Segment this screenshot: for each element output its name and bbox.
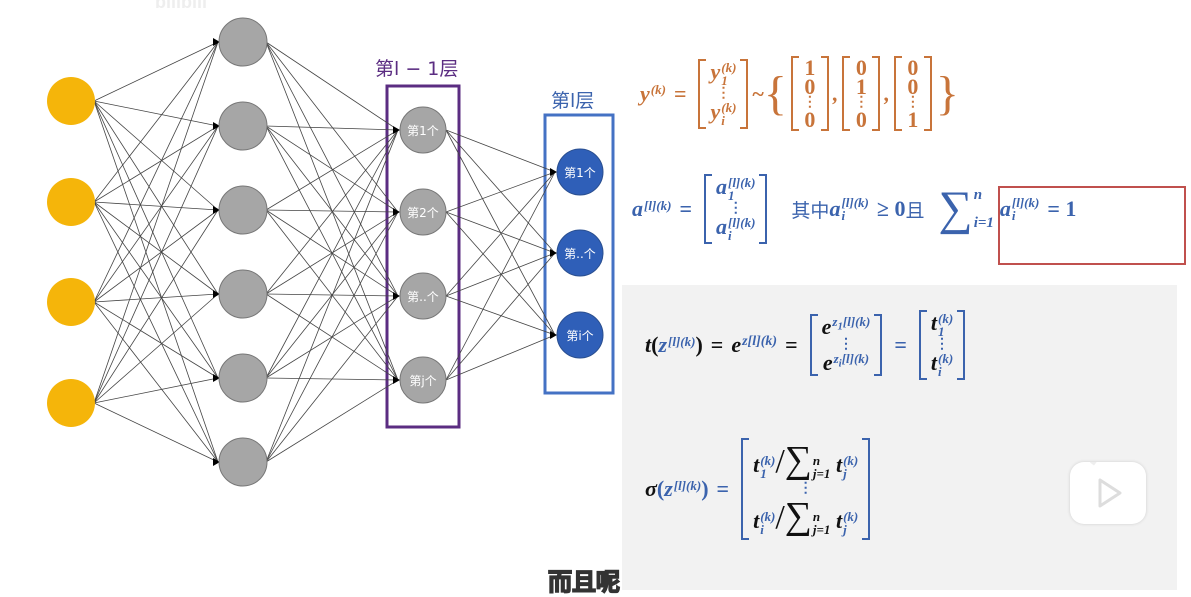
- connection-edge: [265, 379, 399, 463]
- input-node: [47, 77, 95, 125]
- connection-edge: [93, 125, 219, 203]
- connection-edge: [445, 252, 556, 381]
- layer-cur-label: 第l层: [551, 90, 595, 112]
- cur-node-label: 第..个: [564, 247, 596, 261]
- connection-edge: [93, 41, 219, 303]
- hidden-node: [218, 17, 268, 67]
- connection-edge: [93, 100, 219, 295]
- connection-edge: [445, 295, 556, 336]
- layer-prev-label: 第l − 1层: [375, 58, 459, 80]
- connection-edge: [265, 41, 399, 131]
- connection-edge: [93, 41, 219, 404]
- formula-activation: a[l](k) = a[l](k)1 ⋮ a[l](k)i 其中 a[l](k)…: [632, 174, 1077, 244]
- hidden-node: [218, 185, 268, 235]
- arrowhead: [213, 374, 220, 382]
- watermark: bilibili: [155, 0, 207, 12]
- prev-layer-node: [399, 106, 447, 154]
- connection-edge: [93, 201, 219, 295]
- input-node: [47, 379, 95, 427]
- hidden-node: [218, 353, 268, 403]
- softmax-panel: [622, 285, 1177, 590]
- bilibili-tv-play-icon[interactable]: [1070, 454, 1146, 524]
- hidden-node: [218, 101, 268, 151]
- prev-node-label: 第1个: [407, 124, 439, 138]
- connection-edge: [265, 211, 399, 463]
- prev-node-label: 第j个: [409, 374, 436, 388]
- connection-edge: [265, 129, 399, 379]
- connection-edge: [445, 171, 556, 297]
- arrowhead: [550, 168, 557, 176]
- arrowhead: [393, 292, 400, 300]
- connection-edge: [93, 201, 219, 463]
- layer-cur-box: [543, 113, 615, 395]
- connection-edge: [93, 293, 219, 404]
- connection-edge: [265, 125, 399, 213]
- connection-edge: [445, 211, 556, 254]
- arrowhead: [393, 376, 400, 384]
- layer-prev-box: [385, 84, 461, 429]
- connection-edge: [265, 211, 399, 295]
- arrowhead: [550, 249, 557, 257]
- connection-edge: [93, 402, 219, 463]
- cur-layer-node: [556, 148, 604, 196]
- input-node: [47, 278, 95, 326]
- arrowhead: [393, 126, 400, 134]
- cur-node-label: 第1个: [564, 166, 596, 180]
- cur-layer-node: [556, 311, 604, 359]
- connection-edge: [445, 171, 556, 213]
- prev-layer-node: [399, 356, 447, 404]
- input-node: [47, 178, 95, 226]
- connection-edge: [93, 100, 219, 211]
- connection-edge: [93, 41, 219, 203]
- prev-layer-node: [399, 272, 447, 320]
- connection-edge: [445, 252, 556, 297]
- sum-constraint-highlight: [998, 186, 1186, 265]
- connection-edge: [93, 100, 219, 127]
- connection-edge: [445, 129, 556, 254]
- connection-edge: [93, 301, 219, 379]
- connection-edge: [265, 125, 399, 131]
- connection-edge: [445, 211, 556, 336]
- connection-edge: [445, 334, 556, 381]
- arrowhead: [213, 458, 220, 466]
- arrowhead: [393, 208, 400, 216]
- connection-edge: [265, 129, 399, 295]
- connection-edge: [93, 209, 219, 404]
- connection-edge: [93, 125, 219, 303]
- arrowhead: [213, 38, 220, 46]
- connection-edge: [93, 125, 219, 404]
- connection-edge: [93, 377, 219, 404]
- prev-layer-node: [399, 188, 447, 236]
- connection-edge: [93, 201, 219, 211]
- connection-edge: [265, 41, 399, 213]
- cur-node-label: 第i个: [566, 329, 593, 343]
- connection-edge: [93, 301, 219, 463]
- arrowhead: [213, 290, 220, 298]
- prev-node-label: 第..个: [407, 290, 439, 304]
- connection-edge: [93, 100, 219, 463]
- connection-edge: [93, 293, 219, 303]
- arrowhead: [213, 122, 220, 130]
- prev-node-label: 第2个: [407, 206, 439, 220]
- cur-layer-node: [556, 229, 604, 277]
- subtitle: 而且呢: [547, 567, 621, 597]
- hidden-node: [218, 269, 268, 319]
- arrowhead: [550, 331, 557, 339]
- arrowhead: [213, 206, 220, 214]
- connection-edge: [93, 100, 219, 379]
- connection-edge: [93, 201, 219, 379]
- connection-edge: [265, 209, 399, 213]
- connection-edge: [93, 209, 219, 303]
- connection-edge: [265, 129, 399, 463]
- connection-edge: [265, 295, 399, 463]
- hidden-node: [218, 437, 268, 487]
- connection-edge: [445, 129, 556, 173]
- connection-edge: [265, 129, 399, 211]
- connection-edge: [93, 41, 219, 102]
- connection-edge: [445, 171, 556, 381]
